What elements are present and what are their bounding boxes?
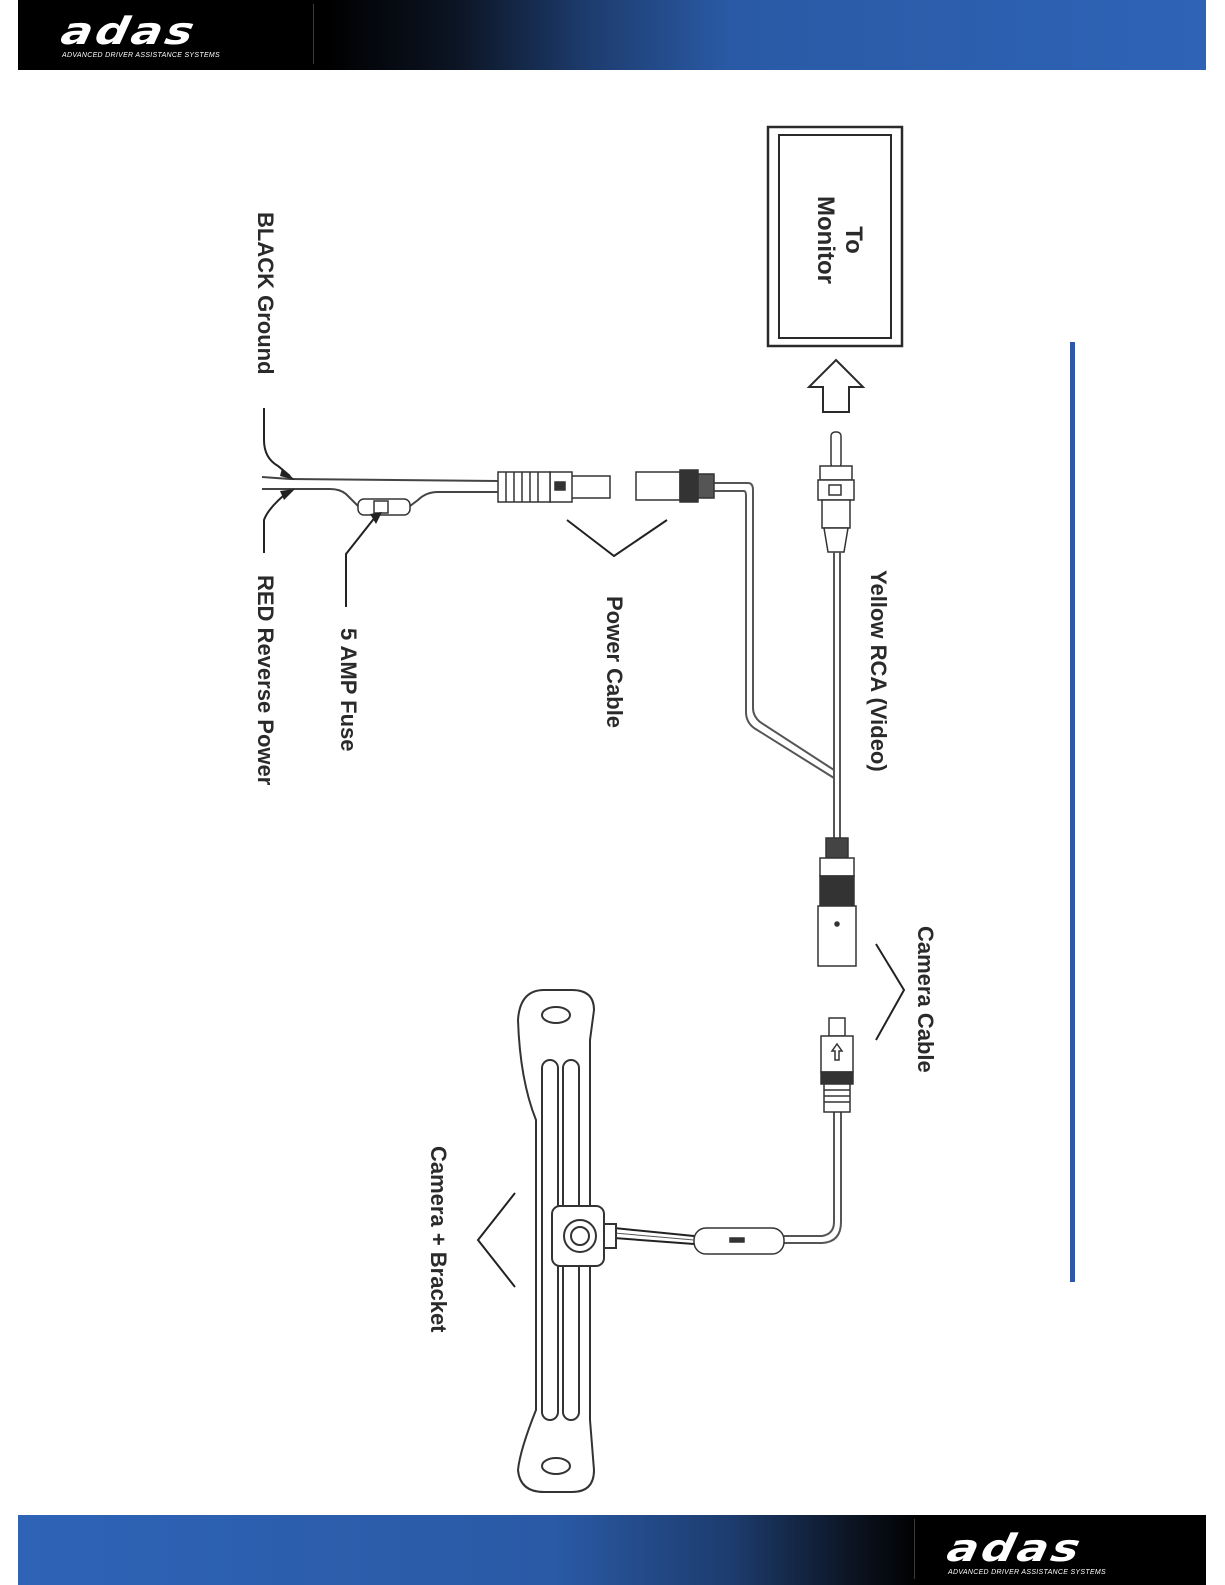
camera-inline-module [614, 1228, 784, 1254]
camera-connector-female [818, 838, 856, 966]
camera-bracket-label: Camera + Bracket [426, 1146, 451, 1333]
camera-connector-male [821, 1018, 853, 1112]
footer-logo: adas ADVANCED DRIVER ASSISTANCE SYSTEMS [948, 1525, 1106, 1576]
red-reverse-power-label: RED Reverse Power [253, 575, 278, 786]
fuse-label: 5 AMP Fuse [336, 628, 361, 751]
power-connector-female [636, 470, 714, 502]
to-monitor-label-line2: Monitor [812, 196, 839, 284]
footer-divider [914, 1519, 915, 1579]
rca-connector [818, 432, 854, 552]
black-ground-label: BLACK Ground [253, 212, 278, 375]
to-monitor-label-line1: To [840, 226, 867, 254]
up-arrow-icon [809, 360, 863, 412]
power-connector-male [498, 472, 610, 502]
yellow-rca-label: Yellow RCA (Video) [866, 570, 891, 772]
power-cable-label: Power Cable [602, 596, 627, 728]
footer-banner: adas ADVANCED DRIVER ASSISTANCE SYSTEMS [18, 1515, 1206, 1585]
footer-logo-text: adas [944, 1529, 1110, 1567]
camera-cable-label: Camera Cable [913, 926, 938, 1073]
camera-unit [552, 1206, 616, 1266]
fuse-holder [358, 499, 410, 515]
